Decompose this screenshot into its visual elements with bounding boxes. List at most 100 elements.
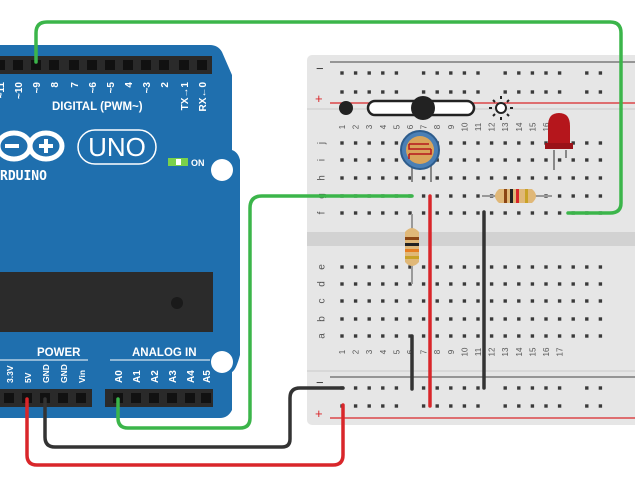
rail-hole[interactable]	[585, 404, 589, 408]
breadboard-hole[interactable]	[517, 158, 521, 162]
rail-hole[interactable]	[449, 90, 453, 94]
breadboard-hole[interactable]	[353, 265, 358, 269]
rail-hole[interactable]	[557, 90, 562, 94]
breadboard-hole[interactable]	[489, 141, 494, 145]
breadboard-hole[interactable]	[585, 334, 589, 338]
breadboard-hole[interactable]	[394, 158, 399, 162]
breadboard-hole[interactable]	[394, 265, 399, 269]
rail-hole[interactable]	[503, 90, 507, 94]
breadboard-hole[interactable]	[435, 265, 439, 269]
rail-hole[interactable]	[503, 71, 507, 75]
rail-hole[interactable]	[530, 386, 535, 390]
rail-hole[interactable]	[353, 386, 358, 390]
breadboard-hole[interactable]	[435, 194, 439, 198]
rail-hole[interactable]	[462, 386, 467, 390]
breadboard-hole[interactable]	[462, 282, 467, 286]
breadboard-hole[interactable]	[340, 141, 344, 145]
rail-hole[interactable]	[394, 404, 399, 408]
breadboard-hole[interactable]	[462, 158, 467, 162]
breadboard-hole[interactable]	[557, 265, 562, 269]
analog-pin-socket[interactable]	[167, 393, 177, 403]
breadboard-hole[interactable]	[449, 299, 453, 303]
breadboard-hole[interactable]	[544, 176, 548, 180]
rail-hole[interactable]	[449, 386, 453, 390]
breadboard-hole[interactable]	[408, 334, 412, 338]
rail-hole[interactable]	[585, 71, 589, 75]
breadboard-hole[interactable]	[489, 299, 494, 303]
breadboard-hole[interactable]	[598, 317, 603, 321]
breadboard-hole[interactable]	[530, 141, 535, 145]
breadboard-hole[interactable]	[462, 176, 467, 180]
breadboard-hole[interactable]	[421, 194, 426, 198]
breadboard-hole[interactable]	[585, 317, 589, 321]
breadboard-hole[interactable]	[340, 317, 344, 321]
breadboard-hole[interactable]	[353, 158, 358, 162]
breadboard-hole[interactable]	[421, 265, 426, 269]
breadboard-hole[interactable]	[462, 317, 467, 321]
breadboard-hole[interactable]	[367, 211, 371, 215]
breadboard-hole[interactable]	[585, 265, 589, 269]
photoresistor[interactable]	[400, 130, 440, 182]
breadboard-hole[interactable]	[435, 211, 439, 215]
breadboard-hole[interactable]	[462, 265, 467, 269]
breadboard-hole[interactable]	[571, 282, 575, 286]
analog-pin-socket[interactable]	[131, 393, 141, 403]
rail-hole[interactable]	[598, 386, 603, 390]
breadboard-hole[interactable]	[544, 334, 548, 338]
breadboard-hole[interactable]	[435, 334, 439, 338]
breadboard-hole[interactable]	[476, 211, 480, 215]
breadboard-hole[interactable]	[517, 317, 521, 321]
rail-hole[interactable]	[353, 90, 358, 94]
rail-hole[interactable]	[367, 90, 371, 94]
breadboard-hole[interactable]	[476, 141, 480, 145]
breadboard-hole[interactable]	[530, 176, 535, 180]
breadboard-hole[interactable]	[353, 141, 358, 145]
breadboard-hole[interactable]	[367, 282, 371, 286]
breadboard-hole[interactable]	[571, 141, 575, 145]
breadboard-hole[interactable]	[367, 317, 371, 321]
slider-knob[interactable]	[411, 96, 435, 120]
red-led[interactable]	[545, 113, 573, 170]
breadboard-hole[interactable]	[503, 265, 507, 269]
green-wire-a0-to-photoresistor[interactable]	[116, 194, 414, 430]
black-wire-gnd-to-rail[interactable]	[43, 386, 345, 449]
breadboard-hole[interactable]	[598, 299, 603, 303]
breadboard-hole[interactable]	[517, 141, 521, 145]
breadboard-hole[interactable]	[571, 334, 575, 338]
digital-pin-sockets[interactable]	[0, 60, 207, 70]
breadboard-hole[interactable]	[476, 334, 480, 338]
breadboard-hole[interactable]	[353, 176, 358, 180]
vertical-resistor[interactable]	[405, 214, 419, 284]
digital-pin-socket[interactable]	[197, 60, 207, 70]
breadboard-hole[interactable]	[408, 265, 412, 269]
power-pin-socket[interactable]	[76, 393, 86, 403]
breadboard-hole[interactable]	[503, 158, 507, 162]
rail-hole[interactable]	[435, 386, 439, 390]
rail-hole[interactable]	[462, 404, 467, 408]
breadboard-hole[interactable]	[462, 299, 467, 303]
analog-pin-socket[interactable]	[149, 393, 159, 403]
digital-pin-socket[interactable]	[13, 60, 23, 70]
breadboard-hole[interactable]	[585, 141, 589, 145]
breadboard-hole[interactable]	[408, 211, 412, 215]
breadboard-hole[interactable]	[571, 194, 575, 198]
breadboard-hole[interactable]	[503, 334, 507, 338]
horizontal-resistor[interactable]	[482, 189, 552, 203]
breadboard-hole[interactable]	[340, 265, 344, 269]
rail-hole[interactable]	[462, 90, 467, 94]
breadboard-hole[interactable]	[517, 265, 521, 269]
breadboard-hole[interactable]	[353, 334, 358, 338]
breadboard-hole[interactable]	[598, 282, 603, 286]
rail-hole[interactable]	[557, 71, 562, 75]
breadboard-hole[interactable]	[503, 282, 507, 286]
rail-hole[interactable]	[503, 404, 507, 408]
breadboard-hole[interactable]	[449, 317, 453, 321]
rail-hole[interactable]	[435, 71, 439, 75]
rail-hole[interactable]	[544, 71, 548, 75]
breadboard-hole[interactable]	[503, 317, 507, 321]
breadboard-hole[interactable]	[517, 334, 521, 338]
rail-hole[interactable]	[585, 386, 589, 390]
breadboard-hole[interactable]	[517, 282, 521, 286]
breadboard-hole[interactable]	[381, 317, 385, 321]
